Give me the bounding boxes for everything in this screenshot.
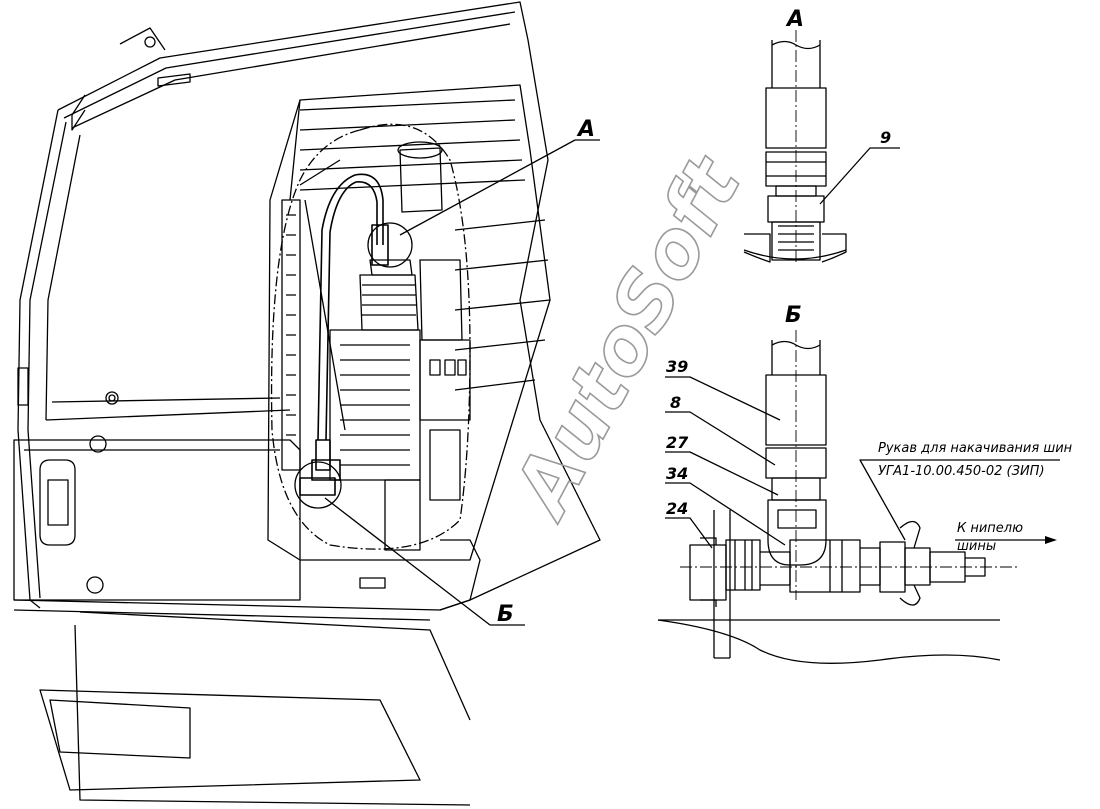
leader-b: [324, 497, 491, 626]
position-39: 39: [666, 357, 688, 376]
frame-rail: [13, 435, 481, 806]
detail-circle-b: [294, 461, 342, 509]
inflation-hose-main: [299, 173, 389, 496]
engine-compartment: [267, 84, 551, 561]
leader-a: [399, 139, 576, 236]
callout-b-label: Б: [497, 602, 514, 627]
cab-outline: [17, 1, 601, 611]
position-27: 27: [666, 433, 689, 452]
hose-note-line1: Рукав для накачивания шин: [878, 441, 1073, 456]
view-a-drawing: [743, 30, 900, 263]
view-a-title: А: [785, 7, 804, 32]
position-8: 8: [670, 393, 681, 412]
view-b-leaders: [665, 376, 1060, 549]
engine-detail: [281, 141, 471, 551]
position-24: 24: [666, 499, 688, 518]
watermark-text: AutoSoft: [494, 142, 760, 534]
view-b-drawing: [657, 330, 1020, 664]
arrow-head-icon: [1045, 536, 1057, 544]
position-34: 34: [666, 464, 688, 483]
position-9: 9: [880, 128, 891, 147]
view-b-title: Б: [785, 303, 802, 328]
callout-a-label: А: [576, 117, 595, 142]
hose-note-line2: УГА1-10.00.450-02 (ЗИП): [878, 464, 1045, 479]
detail-circle-a: [367, 222, 413, 268]
valve-note-line1: К нипелю: [957, 521, 1023, 536]
valve-note-line2: шины: [957, 539, 996, 554]
